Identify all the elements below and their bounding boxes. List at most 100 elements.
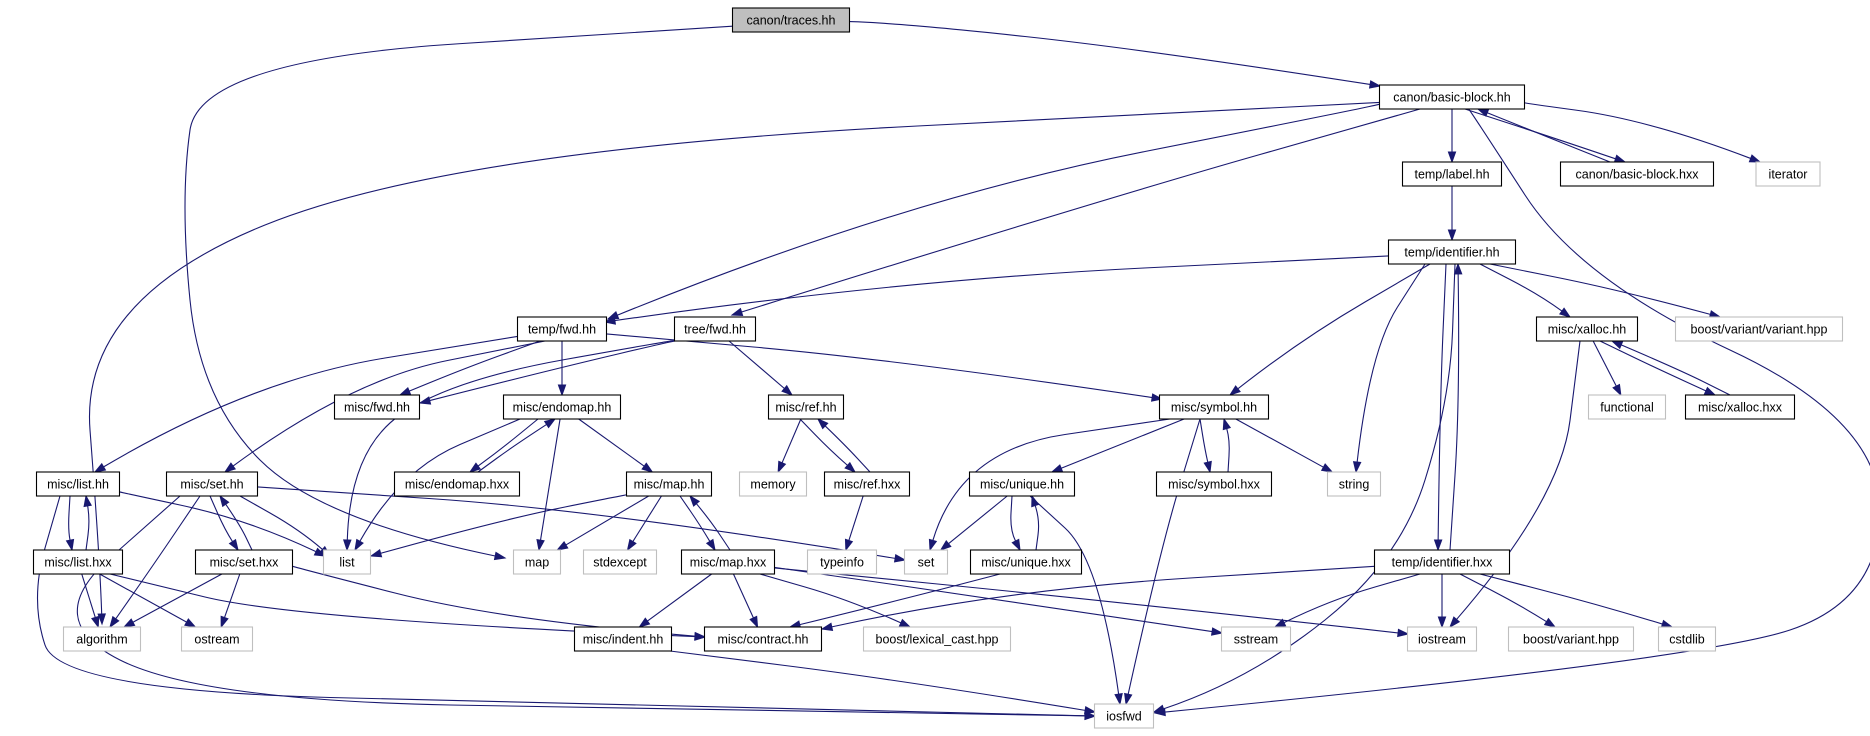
edge-set-hxx-to-contract-arrowhead <box>694 631 707 641</box>
node-xalloc[interactable]: misc/xalloc.hh <box>1535 316 1639 342</box>
edge-ref-hxx-to-typeinfo <box>844 495 864 552</box>
edge-xalloc-hxx-to-xalloc <box>1610 340 1731 396</box>
edge-symbol-to-unique-line <box>1060 418 1185 469</box>
edge-unique-to-iosfwd-arrowhead <box>1114 693 1123 706</box>
edge-indent-to-iosfwd-line <box>669 650 1086 711</box>
node-tree-fwd[interactable]: tree/fwd.hh <box>673 316 757 342</box>
edge-map-hh-to-stdexcept-arrowhead <box>626 538 637 552</box>
node-identifier[interactable]: temp/identifier.hh <box>1387 239 1517 265</box>
edge-xalloc-to-functional <box>1592 340 1622 397</box>
edge-tree-fwd-to-list-arrowhead <box>343 539 352 552</box>
node-box <box>767 394 845 420</box>
node-label: list <box>339 556 355 570</box>
node-box <box>1093 703 1155 729</box>
edge-xalloc-to-iostream-arrowhead <box>1449 616 1461 629</box>
node-unique-hxx[interactable]: misc/unique.hxx <box>969 549 1083 575</box>
edge-temp-fwd-to-misc-fwd <box>398 340 541 396</box>
edge-identifier-hxx-to-sstream-line <box>1283 573 1421 624</box>
edge-identifier-to-iosfwd-arrowhead <box>1152 704 1166 713</box>
node-label: misc/endomap.hh <box>513 401 612 415</box>
node-list-hxx[interactable]: misc/list.hxx <box>32 549 124 575</box>
edge-identifier-hxx-to-boost-variant <box>1459 573 1557 628</box>
edge-map-hxx-to-contract-arrowhead <box>749 615 759 629</box>
edge-unique-to-unique-hxx-arrowhead <box>1011 538 1021 552</box>
edge-indent-to-iosfwd <box>669 650 1097 715</box>
node-map-hh[interactable]: misc/map.hh <box>625 471 713 497</box>
node-endomap[interactable]: misc/endomap.hh <box>502 394 622 420</box>
node-label[interactable]: temp/label.hh <box>1401 161 1503 187</box>
edge-identifier-to-xalloc-arrowhead <box>1558 307 1572 318</box>
node-label: misc/unique.hh <box>980 478 1064 492</box>
node-indent[interactable]: misc/indent.hh <box>573 626 673 652</box>
node-list-hh[interactable]: misc/list.hh <box>35 471 121 497</box>
edge-endomap-to-map <box>536 418 561 552</box>
node-label: string <box>1339 478 1370 492</box>
edge-ref-hxx-to-typeinfo-line <box>848 495 864 541</box>
edge-basic-block-to-temp-fwd-line <box>617 103 1381 316</box>
edge-map-hxx-to-sstream-arrowhead <box>1210 627 1224 636</box>
edge-xalloc-to-iostream <box>1449 340 1581 629</box>
node-ref[interactable]: misc/ref.hh <box>767 394 845 420</box>
edge-tree-fwd-to-ref-arrowhead <box>781 384 794 396</box>
node-unique[interactable]: misc/unique.hh <box>968 471 1076 497</box>
node-label: iostream <box>1418 633 1466 647</box>
edge-identifier-to-string-line <box>1356 263 1426 463</box>
edge-identifier-to-symbol <box>1228 263 1431 396</box>
node-contract[interactable]: misc/contract.hh <box>703 626 823 652</box>
edge-basic-block-to-label-arrowhead <box>1447 151 1457 164</box>
edge-symbol-to-symbol-hxx-line <box>1199 418 1209 463</box>
node-symbol-hxx[interactable]: misc/symbol.hxx <box>1155 471 1273 497</box>
node-label: misc/ref.hh <box>775 401 836 415</box>
node-box <box>62 626 142 652</box>
node-xalloc-hxx[interactable]: misc/xalloc.hxx <box>1684 394 1796 420</box>
node-identifier-hxx[interactable]: temp/identifier.hxx <box>1373 549 1511 575</box>
edge-map-hh-to-map <box>556 495 649 551</box>
node-basic-block-hxx[interactable]: canon/basic-block.hxx <box>1559 161 1715 187</box>
edge-unique-to-iosfwd <box>1029 495 1123 706</box>
node-set-hh[interactable]: misc/set.hh <box>165 471 259 497</box>
node-box <box>673 316 757 342</box>
node-box <box>502 394 622 420</box>
edge-list-hxx-to-algorithm-line <box>81 573 96 618</box>
node-box <box>32 549 124 575</box>
edge-temp-fwd-to-list-hh-arrowhead <box>93 462 107 473</box>
edge-basic-block-to-algorithm-line <box>88 101 1381 615</box>
node-misc-fwd[interactable]: misc/fwd.hh <box>333 394 421 420</box>
edge-set-hh-to-set <box>257 486 907 563</box>
node-symbol[interactable]: misc/symbol.hh <box>1158 394 1270 420</box>
node-ref-hxx[interactable]: misc/ref.hxx <box>823 471 911 497</box>
node-box <box>680 549 776 575</box>
node-set-hxx[interactable]: misc/set.hxx <box>194 549 294 575</box>
node-map-hxx[interactable]: misc/map.hxx <box>680 549 776 575</box>
edge-map-hh-to-map-hxx-arrowhead <box>705 538 716 552</box>
edge-symbol-to-string-line <box>1235 418 1324 468</box>
node-box <box>1387 239 1517 265</box>
edge-symbol-to-symbol-hxx <box>1199 418 1212 474</box>
edge-identifier-to-identifier-hxx-line <box>1437 263 1447 541</box>
edge-endomap-to-map-hh <box>578 418 654 473</box>
node-box <box>512 549 562 575</box>
node-label: map <box>525 556 549 570</box>
node-basic-block[interactable]: canon/basic-block.hh <box>1378 84 1526 110</box>
node-box <box>862 626 1012 652</box>
edge-temp-fwd-to-misc-fwd-arrowhead <box>398 386 412 396</box>
edge-temp-fwd-to-misc-fwd-line <box>409 340 541 392</box>
edge-temp-fwd-to-symbol <box>606 333 1164 402</box>
node-box <box>1158 394 1270 420</box>
node-label: temp/fwd.hh <box>528 323 596 337</box>
node-endomap-hxx[interactable]: misc/endomap.hxx <box>393 471 521 497</box>
node-box <box>1674 316 1844 342</box>
node-label: misc/contract.hh <box>717 633 808 647</box>
node-label: sstream <box>1234 633 1278 647</box>
edge-identifier-to-boost-variant-variant-line <box>1489 263 1711 315</box>
node-traces[interactable]: canon/traces.hh <box>731 7 851 33</box>
node-temp-fwd[interactable]: temp/fwd.hh <box>516 316 608 342</box>
edge-ref-hxx-to-ref-line <box>824 425 871 473</box>
edge-set-hh-to-algorithm <box>109 495 201 629</box>
node-functional: functional <box>1587 394 1667 420</box>
edge-set-hxx-to-algorithm <box>122 573 223 628</box>
edge-identifier-hxx-to-cstdlib-line <box>1479 573 1663 625</box>
edge-list-hxx-to-algorithm <box>81 573 100 629</box>
node-cstdlib: cstdlib <box>1657 626 1717 652</box>
edge-endomap-to-endomap-hxx-line <box>477 418 539 467</box>
